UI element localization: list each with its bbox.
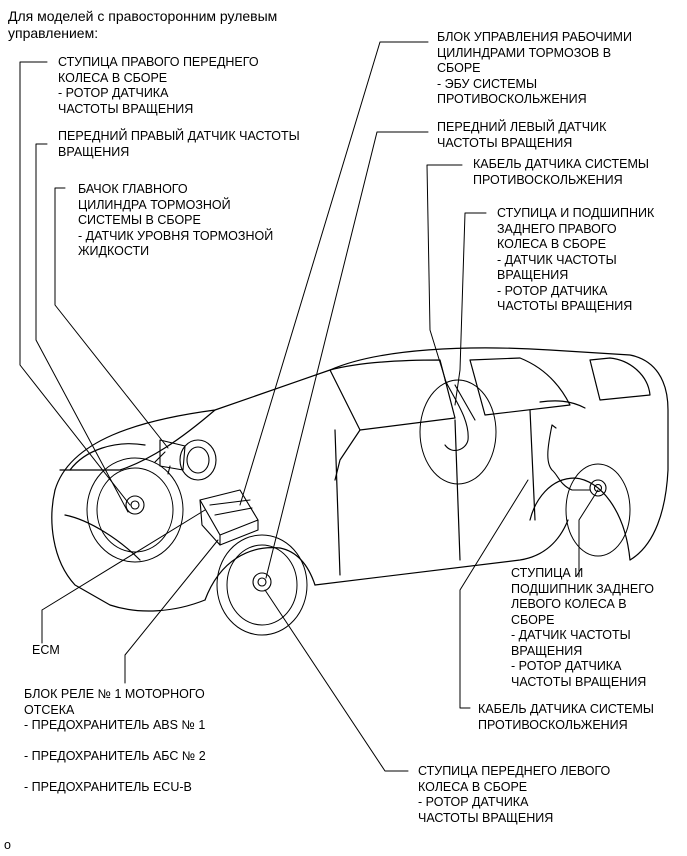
leader-lines: [19, 41, 599, 772]
label-master-cylinder: БАЧОК ГЛАВНОГО ЦИЛИНДРА ТОРМОЗНОЙ СИСТЕМ…: [78, 182, 274, 258]
wheels: [86, 379, 631, 636]
hub-parts: [125, 379, 607, 592]
footer-mark: o: [4, 838, 11, 852]
label-rear-right-hub: СТУПИЦА И ПОДШИПНИК ЗАДНЕГО ПРАВОГО КОЛЕ…: [497, 206, 655, 313]
label-rear-left-hub: СТУПИЦА И ПОДШИПНИК ЗАДНЕГО ЛЕВОГО КОЛЕС…: [511, 566, 655, 689]
label-skid-cable-top: КАБЕЛЬ ДАТЧИКА СИСТЕМЫ ПРОТИВОСКОЛЬЖЕНИЯ: [473, 157, 649, 187]
label-front-right-hub: СТУПИЦА ПРАВОГО ПЕРЕДНЕГО КОЛЕСА В СБОРЕ…: [58, 55, 259, 116]
label-ecm: ECM: [32, 643, 60, 657]
label-skid-cable-bottom: КАБЕЛЬ ДАТЧИКА СИСТЕМЫ ПРОТИВОСКОЛЬЖЕНИЯ: [478, 702, 654, 732]
label-front-left-hub: СТУПИЦА ПЕРЕДНЕГО ЛЕВОГО КОЛЕСА В СБОРЕ …: [418, 764, 611, 825]
label-relay-block: БЛОК РЕЛЕ № 1 МОТОРНОГО ОТСЕКА - ПРЕДОХР…: [24, 687, 206, 794]
rear-sensor-cable: [547, 424, 591, 491]
label-front-left-sensor: ПЕРЕДНИЙ ЛЕВЫЙ ДАТЧИК ЧАСТОТЫ ВРАЩЕНИЯ: [437, 120, 607, 150]
diagram-heading: Для моделей с правосторонним рулевым упр…: [8, 8, 278, 41]
label-front-right-sensor: ПЕРЕДНИЙ ПРАВЫЙ ДАТЧИК ЧАСТОТЫ ВРАЩЕНИЯ: [58, 129, 300, 159]
label-actuator: БЛОК УПРАВЛЕНИЯ РАБОЧИМИ ЦИЛИНДРАМИ ТОРМ…: [437, 30, 632, 106]
master-cylinder-part: [154, 439, 217, 481]
